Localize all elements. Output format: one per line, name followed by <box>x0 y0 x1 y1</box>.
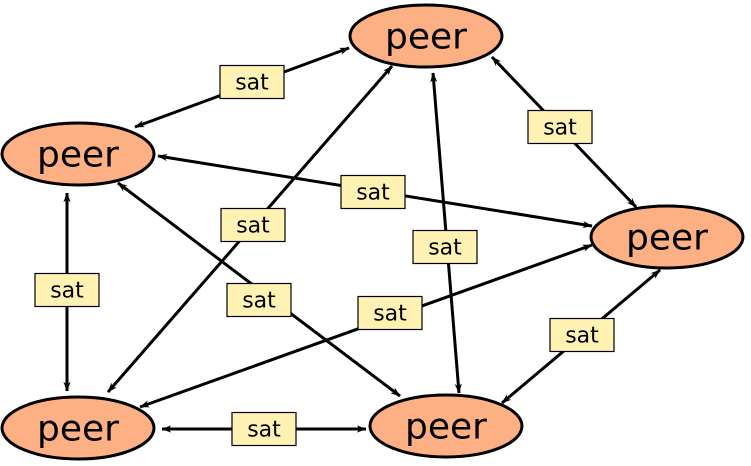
sat-label-text: sat <box>236 214 270 239</box>
peer-node-bottom-left: peer <box>0 395 156 461</box>
sat-label-top-bottommid: sat <box>412 229 478 265</box>
sat-label-left-bottomleft: sat <box>34 272 100 308</box>
peer-label: peer <box>405 407 487 448</box>
sat-labels: sat sat sat sat sat sat sat sat sat sat <box>34 64 615 447</box>
sat-label-box <box>357 295 423 331</box>
sat-label-bottomleft-right: sat <box>357 295 423 331</box>
peer-node-bottom-mid: peer <box>368 393 524 459</box>
sat-label-text: sat <box>242 289 276 314</box>
peer-ellipse <box>0 121 156 187</box>
peer-ellipse <box>589 204 745 270</box>
peer-node-right: peer <box>589 204 745 270</box>
sat-label-left-bottommid: sat <box>226 282 292 318</box>
sat-label-bottomleft-bottommid: sat <box>231 411 297 447</box>
peer-label: peer <box>626 218 708 259</box>
sat-label-top-right: sat <box>527 109 593 145</box>
peer-nodes: peer peer peer peer peer <box>0 3 745 461</box>
sat-label-box <box>219 64 285 100</box>
sat-label-text: sat <box>428 236 462 261</box>
sat-label-box <box>220 207 286 243</box>
sat-label-bottommid-right: sat <box>549 317 615 353</box>
sat-label-box <box>226 282 292 318</box>
sat-label-box <box>527 109 593 145</box>
sat-label-bottomleft-top: sat <box>220 207 286 243</box>
peer-node-top: peer <box>348 3 504 69</box>
sat-label-box <box>549 317 615 353</box>
peer-ellipse <box>368 393 524 459</box>
peer-label: peer <box>37 135 119 176</box>
sat-label-text: sat <box>543 116 577 141</box>
peer-label: peer <box>37 409 119 450</box>
sat-label-text: sat <box>565 324 599 349</box>
sat-label-text: sat <box>356 181 390 206</box>
sat-label-box <box>34 272 100 308</box>
peer-node-left: peer <box>0 121 156 187</box>
sat-label-box <box>412 229 478 265</box>
sat-label-text: sat <box>235 71 269 96</box>
connection-arrows <box>63 46 661 433</box>
peer-ellipse <box>348 3 504 69</box>
sat-label-text: sat <box>373 302 407 327</box>
sat-label-text: sat <box>247 418 281 443</box>
peer-label: peer <box>385 17 467 58</box>
peer-ellipse <box>0 395 156 461</box>
sat-label-left-right: sat <box>340 174 406 210</box>
sat-label-box <box>231 411 297 447</box>
sat-label-text: sat <box>50 279 84 304</box>
sat-label-box <box>340 174 406 210</box>
sat-label-left-top: sat <box>219 64 285 100</box>
